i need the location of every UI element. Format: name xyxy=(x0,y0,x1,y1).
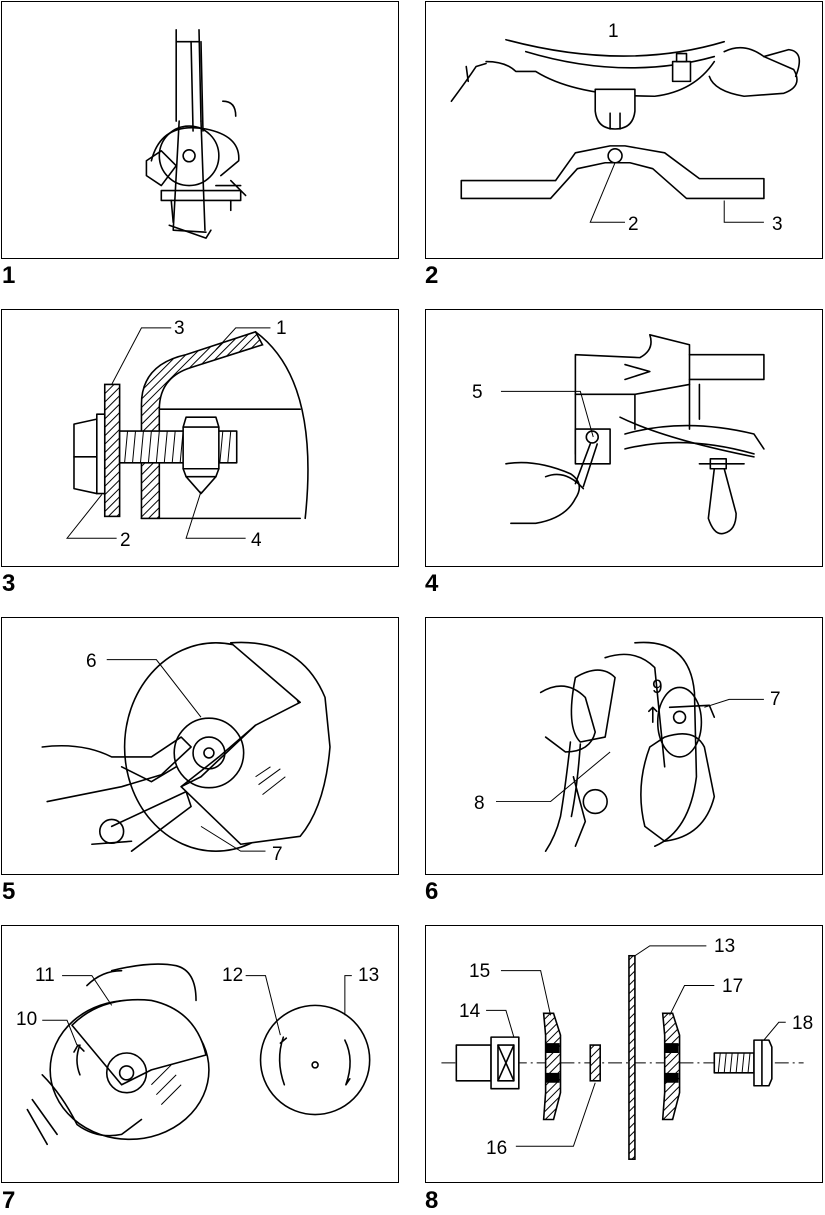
callout-8: 8 xyxy=(474,793,485,814)
lock-pin-illustration xyxy=(450,38,801,223)
figure-number-1: 1 xyxy=(2,262,16,289)
figure-8-panel: 13 15 17 14 18 16 xyxy=(425,925,823,1183)
figure-number-5: 5 xyxy=(2,878,16,905)
callout-1: 1 xyxy=(608,21,619,42)
figure-7-panel: 11 10 12 13 xyxy=(1,925,399,1183)
callout-16: 16 xyxy=(486,1138,508,1159)
callout-12: 12 xyxy=(222,965,244,986)
figure-1-panel xyxy=(1,1,399,259)
callout-17: 17 xyxy=(722,976,744,997)
blade-direction-illustration xyxy=(26,963,371,1146)
figure-3-panel: 3 1 2 4 xyxy=(1,309,399,567)
callout-5: 5 xyxy=(472,382,483,403)
figure-number-3: 3 xyxy=(2,570,16,597)
figure-number-4: 4 xyxy=(425,570,439,597)
bolt-section-illustration xyxy=(66,327,309,539)
callout-15: 15 xyxy=(469,961,491,982)
figure-number-8: 8 xyxy=(425,1187,439,1214)
callout-3: 3 xyxy=(174,318,185,339)
figure-number-6: 6 xyxy=(425,878,439,905)
blade-assembly-exploded-illustration xyxy=(441,945,804,1160)
callout-7: 7 xyxy=(770,689,781,710)
callout-2: 2 xyxy=(628,214,639,235)
saw-blade-diagram xyxy=(259,1004,371,1116)
blade-guard-open-illustration xyxy=(41,641,331,852)
wrench-adjust-illustration xyxy=(500,334,765,535)
figure-4-panel: 5 xyxy=(425,309,823,567)
callout-9: 9 xyxy=(652,677,663,698)
figure-number-7: 7 xyxy=(2,1187,16,1214)
callout-3: 3 xyxy=(772,214,783,235)
callout-1: 1 xyxy=(276,318,287,339)
callout-13: 13 xyxy=(358,965,380,986)
figure-2-panel: 1 2 3 xyxy=(425,1,823,259)
callout-2: 2 xyxy=(120,530,131,551)
figure-number-2: 2 xyxy=(425,262,439,289)
callout-10: 10 xyxy=(16,1009,38,1030)
callout-11: 11 xyxy=(35,965,55,986)
figure-6-panel: 9 7 8 xyxy=(425,617,823,875)
figure-5-panel: 6 7 xyxy=(1,617,399,875)
callout-6: 6 xyxy=(86,651,97,672)
callout-18: 18 xyxy=(792,1013,814,1034)
callout-13: 13 xyxy=(714,936,736,957)
callout-4: 4 xyxy=(251,530,262,551)
callout-7: 7 xyxy=(272,844,283,865)
carrying-saw-illustration xyxy=(145,28,247,239)
callout-14: 14 xyxy=(459,1001,481,1022)
spindle-lock-illustration xyxy=(496,641,764,852)
